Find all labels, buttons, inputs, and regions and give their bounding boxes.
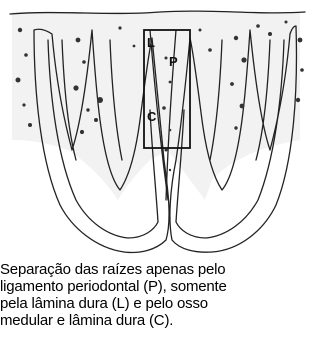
caption-line-1: Separação das raízes apenas pelo: [0, 261, 320, 278]
label-L: L: [147, 35, 155, 50]
medullary-bone: [12, 12, 300, 200]
tooth-roots-diagram: L P C: [0, 0, 320, 262]
caption-line-2: ligamento periodontal (P), somente: [0, 278, 320, 295]
label-P: P: [169, 54, 178, 69]
figure-caption: Separação das raízes apenas pelo ligamen…: [0, 261, 320, 329]
label-C: C: [147, 109, 157, 124]
caption-line-3: pela lâmina dura (L) e pelo osso: [0, 295, 320, 312]
caption-line-4: medular e lâmina dura (C).: [0, 312, 320, 329]
